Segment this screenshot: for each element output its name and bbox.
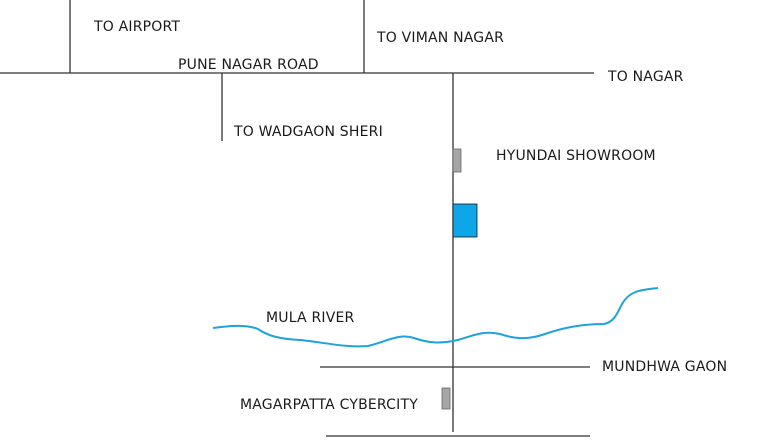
- to-airport-label: TO AIRPORT: [94, 19, 181, 35]
- mundhwa-gaon-label: MUNDHWA GAON: [602, 359, 728, 375]
- to-nagar-label: TO NAGAR: [608, 69, 684, 85]
- hyundai-showroom-label: HYUNDAI SHOWROOM: [496, 148, 656, 164]
- mula-river-line: [212, 287, 659, 348]
- pune-nagar-road-label: PUNE NAGAR ROAD: [178, 57, 319, 73]
- destination-marker: [452, 203, 478, 238]
- mula-river-label: MULA RIVER: [266, 310, 355, 326]
- hyundai-showroom-marker: [452, 148, 462, 173]
- to-wadgaon-sheri-label: TO WADGAON SHERI: [234, 124, 383, 140]
- magarpatta-cybercity-label: MAGARPATTA CYBERCITY: [240, 397, 418, 413]
- magarpatta-marker: [441, 387, 451, 410]
- to-viman-nagar-label: TO VIMAN NAGAR: [377, 30, 505, 46]
